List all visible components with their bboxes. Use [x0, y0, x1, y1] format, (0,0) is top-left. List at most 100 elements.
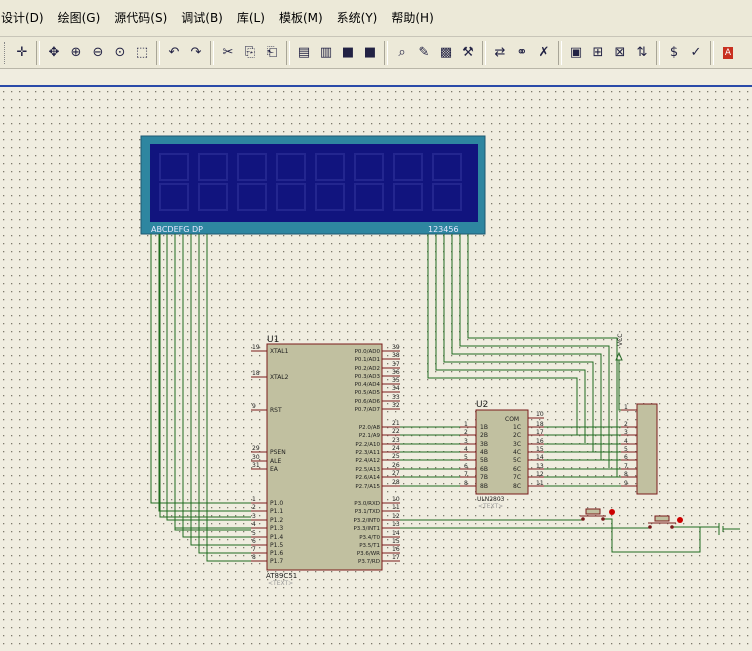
undo-button[interactable]: ↶: [164, 42, 184, 64]
search-tag-button[interactable]: ⚭: [512, 42, 532, 64]
u1-pin-name: XTAL2: [270, 374, 289, 381]
lcd-digit-cell: [432, 153, 462, 181]
u1-pin-number: 3: [252, 513, 256, 520]
menu-item[interactable]: 设计(D): [1, 11, 44, 25]
u2-pin-number: 3: [464, 438, 468, 445]
u1-pin-name: P1.7: [270, 558, 283, 565]
goto-child-button[interactable]: ⇅: [632, 42, 652, 64]
u1-pin-name: P0.2/AD2: [355, 366, 380, 372]
paste-button[interactable]: ⎗: [262, 42, 282, 64]
connector-pin-number: 6: [624, 454, 628, 461]
add-sheet-icon: ⊞: [592, 45, 604, 60]
ares-button[interactable]: A: [718, 42, 738, 64]
remove-sheet-button[interactable]: ⊠: [610, 42, 630, 64]
u2-pin-name: 3C: [513, 441, 521, 448]
copy-button[interactable]: ⎘: [240, 42, 260, 64]
u1-pin-number: 36: [392, 369, 400, 376]
menu-item[interactable]: 调试(B): [181, 11, 223, 25]
u1-pin-number: 11: [392, 504, 400, 511]
pan-button[interactable]: ✥: [44, 42, 64, 64]
u1-pin-number: 38: [392, 352, 400, 359]
u1-pin-name: P3.7/RD: [358, 559, 380, 565]
vcc-label: VCC: [617, 334, 624, 346]
new-sheet-icon: ▣: [569, 45, 583, 60]
wire: [182, 234, 251, 538]
new-sheet-button[interactable]: ▣: [566, 42, 586, 64]
block-delete-button[interactable]: ■: [360, 42, 380, 64]
lcd-segment-label: ABCDEFG DP: [151, 225, 203, 234]
push-button-1[interactable]: [580, 508, 615, 521]
wire-autorouter-button[interactable]: ⇄: [490, 42, 510, 64]
u2-part: ULN2803: [477, 496, 505, 503]
cut-button[interactable]: ✂: [218, 42, 238, 64]
block-rotate-button[interactable]: ■: [338, 42, 358, 64]
lcd-digit-cell: [237, 183, 267, 211]
copy-icon: ⎘: [244, 45, 256, 60]
u1-at89c51[interactable]: U1 AT89C51 <TEXT> 19XTAL118XTAL29RST29PS…: [251, 335, 400, 587]
pick-device-button[interactable]: ⌕: [392, 42, 412, 64]
u1-pin-name: P2.7/A15: [355, 484, 380, 490]
wire: [459, 234, 610, 468]
toolbar-separator: [156, 40, 160, 65]
decompose-button[interactable]: ⚒: [458, 42, 478, 64]
property-assign-button[interactable]: ✗: [534, 42, 554, 64]
u2-pin-number: 6: [464, 463, 468, 470]
bill-of-materials-button[interactable]: $: [664, 42, 684, 64]
u2-pin-name: 2C: [513, 432, 521, 439]
u1-pin-number: 19: [252, 344, 260, 351]
u1-pin-name: P1.4: [270, 534, 283, 541]
toolbar-separator: [482, 40, 486, 65]
u1-pin-name: P2.4/A12: [355, 458, 380, 464]
menu-item[interactable]: 系统(Y): [336, 11, 378, 25]
menu-item[interactable]: 模板(M): [278, 11, 323, 25]
u2-pin-name: 1C: [513, 424, 521, 431]
u1-pin-number: 32: [392, 402, 400, 409]
u2-pin-name: 8B: [480, 483, 488, 490]
make-device-button[interactable]: ✎: [414, 42, 434, 64]
wire: [467, 234, 618, 477]
menu-item[interactable]: 绘图(G): [57, 11, 101, 25]
crosshair-button[interactable]: ✛: [12, 42, 32, 64]
wire: [603, 518, 640, 553]
u1-pin-name: P0.6/AD6: [355, 399, 381, 405]
block-move-button[interactable]: ▥: [316, 42, 336, 64]
zoom-all-button[interactable]: ⊙: [110, 42, 130, 64]
electrical-check-button[interactable]: ✓: [686, 42, 706, 64]
lcd-digit-label: 123456: [428, 225, 459, 234]
package-button[interactable]: ▩: [436, 42, 456, 64]
pb2-terminal-left: [648, 525, 652, 529]
block-copy-button[interactable]: ▤: [294, 42, 314, 64]
menu-item[interactable]: 帮助(H): [391, 11, 434, 25]
lcd-digit-cell: [432, 183, 462, 211]
u1-pin-name: P1.2: [270, 517, 283, 524]
zoom-in-button[interactable]: ⊕: [66, 42, 86, 64]
menu-item[interactable]: 源代码(S): [114, 11, 168, 25]
schematic-canvas[interactable]: ABCDEFG DP 123456 U1 AT89C51 <TEXT> 19XT…: [0, 70, 752, 651]
u1-pin-number: 9: [252, 403, 256, 410]
u1-pin-name: P2.3/A11: [355, 450, 380, 456]
u1-pin-number: 16: [392, 546, 400, 553]
make-device-icon: ✎: [418, 45, 430, 60]
paste-icon: ⎗: [266, 45, 278, 60]
toolbar-grip[interactable]: [4, 41, 8, 64]
menu-item[interactable]: 库(L): [236, 11, 265, 25]
zoom-area-icon: ⬚: [135, 45, 149, 60]
push-button-2[interactable]: [648, 515, 683, 529]
u1-pin-name: P2.5/A13: [355, 467, 380, 473]
wire: [158, 234, 251, 512]
lcd-display[interactable]: ABCDEFG DP 123456: [140, 135, 486, 235]
ares-icon: A: [722, 46, 734, 59]
u1-pin-number: 27: [392, 470, 400, 477]
u1-pin-number: 17: [392, 554, 400, 561]
zoom-out-button[interactable]: ⊖: [88, 42, 108, 64]
add-sheet-button[interactable]: ⊞: [588, 42, 608, 64]
u2-pin-number: 13: [536, 463, 544, 470]
zoom-area-button[interactable]: ⬚: [132, 42, 152, 64]
u2-pin-number: 15: [536, 446, 544, 453]
redo-button[interactable]: ↷: [186, 42, 206, 64]
pan-icon: ✥: [48, 45, 60, 60]
zoom-out-icon: ⊖: [92, 45, 104, 60]
pb1-terminal-left: [581, 517, 585, 521]
